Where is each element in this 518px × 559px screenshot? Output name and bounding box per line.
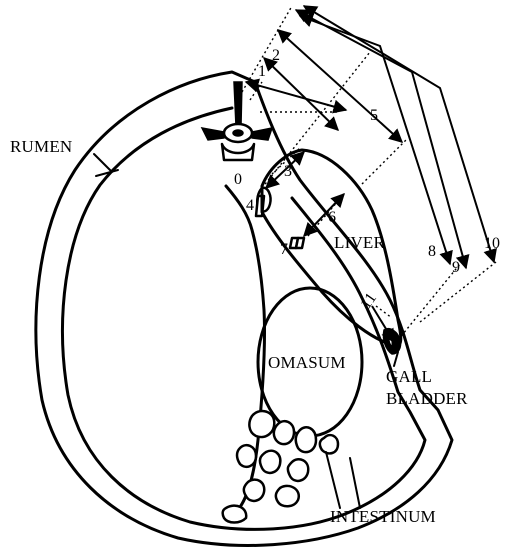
label-gall: GALL (386, 367, 432, 386)
body-wall-outer (36, 72, 452, 545)
measure-label-10: 10 (484, 235, 500, 252)
measure-label-2: 2 (272, 47, 280, 64)
transverse-process-left (202, 128, 224, 140)
measure-label-8: 8 (428, 243, 436, 260)
body-wall (36, 72, 452, 545)
label-liver: LIVER (334, 233, 386, 252)
arrow-6 (304, 194, 344, 236)
measure-label-0: 0 (234, 171, 242, 188)
label-omasum: OMASUM (268, 353, 346, 372)
projection-lines (242, 6, 496, 340)
label-bladder: BLADDER (386, 389, 468, 408)
measure-label-9: 9 (452, 259, 460, 276)
measure-label-6: 6 (328, 209, 336, 226)
arrow-2 (264, 58, 338, 130)
transverse-process-right (252, 128, 272, 140)
label-intestinum: INTESTINUM (330, 507, 436, 526)
measure-label-3: 3 (284, 163, 292, 180)
intestine-loops (223, 411, 338, 522)
label-rumen: RUMEN (10, 137, 72, 156)
measure-label-7: 7 (280, 241, 288, 258)
spinous-process (234, 82, 242, 126)
measure-label-4: 4 (246, 197, 254, 214)
measure-label-5: 5 (370, 107, 378, 124)
arrow-5 (278, 30, 402, 142)
measure-label-1: 1 (258, 63, 266, 80)
vertebra-icon (202, 82, 272, 160)
